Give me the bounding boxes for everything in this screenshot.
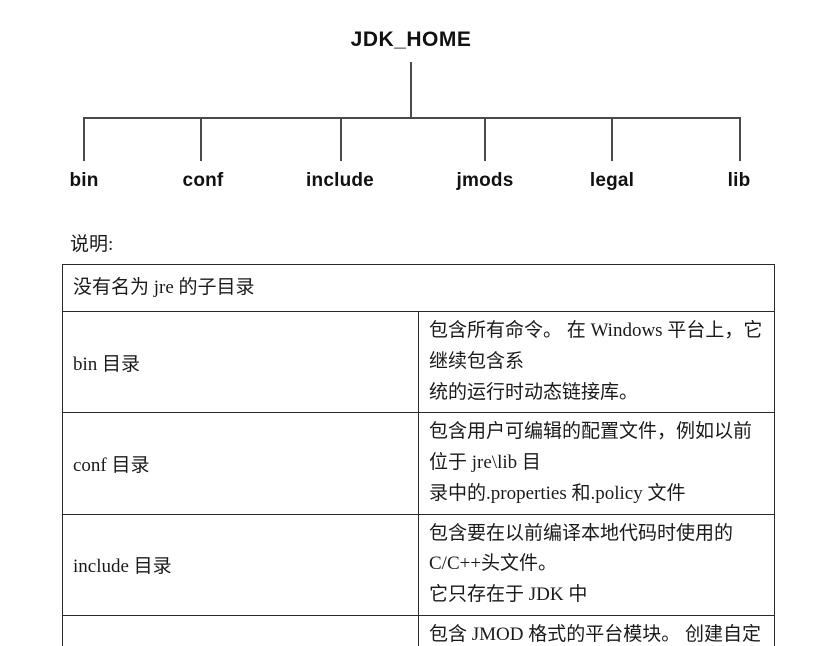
table-cell-desc-jmods: 包含 JMOD 格式的平台模块。 创建自定义运行时映像 时需要它。 它只存在于 …: [418, 614, 775, 646]
tree-branch-line-include: [340, 118, 342, 161]
tree-leaf-label-bin: bin: [69, 170, 99, 191]
table-cell-name-jmods: jmods 目录: [62, 614, 419, 646]
tree-branch-line-legal: [611, 118, 613, 161]
tree-branch-line-conf: [200, 118, 202, 161]
table-cell-desc-include: 包含要在以前编译本地代码时使用的 C/C++头文件。 它只存在于 JDK 中: [418, 513, 775, 616]
table-row: include 目录 包含要在以前编译本地代码时使用的 C/C++头文件。 它只…: [62, 513, 775, 616]
table-row: bin 目录 包含所有命令。 在 Windows 平台上，它继续包含系 统的运行…: [62, 310, 775, 414]
table-row: conf 目录 包含用户可编辑的配置文件，例如以前位于 jre\lib 目 录中…: [62, 412, 775, 515]
tree-horizontal-bus-line: [83, 117, 741, 119]
desc-line: 包含用户可编辑的配置文件，例如以前位于 jre\lib 目: [429, 421, 753, 474]
table-cell-header-note: 没有名为 jre 的子目录: [62, 264, 775, 312]
table-cell-name-include: include 目录: [62, 513, 419, 616]
table-row: jmods 目录 包含 JMOD 格式的平台模块。 创建自定义运行时映像 时需要…: [62, 614, 775, 646]
tree-leaf-label-jmods: jmods: [456, 170, 514, 191]
table-cell-name-bin: bin 目录: [62, 310, 419, 414]
table-cell-desc-bin: 包含所有命令。 在 Windows 平台上，它继续包含系 统的运行时动态链接库。: [418, 310, 775, 414]
tree-leaf-label-include: include: [306, 170, 374, 191]
jdk-home-tree-diagram: JDK_HOME bin conf include jmods legal li…: [0, 0, 822, 215]
directory-description-table: 没有名为 jre 的子目录 bin 目录 包含所有命令。 在 Windows 平…: [62, 264, 775, 646]
desc-line: 它只存在于 JDK 中: [429, 584, 588, 606]
desc-line: 包含要在以前编译本地代码时使用的 C/C++头文件。: [429, 522, 734, 575]
tree-leaf-label-lib: lib: [727, 170, 751, 191]
desc-line: 包含所有命令。 在 Windows 平台上，它继续包含系: [429, 320, 763, 372]
desc-line: 录中的.properties 和.policy 文件: [429, 482, 686, 504]
tree-branch-line-lib: [739, 118, 741, 161]
tree-leaf-label-conf: conf: [182, 170, 224, 191]
description-caption: 说明:: [70, 234, 114, 255]
tree-root-connector-line: [410, 62, 412, 119]
tree-root-label-jdk-home: JDK_HOME: [350, 28, 472, 51]
table-cell-desc-conf: 包含用户可编辑的配置文件，例如以前位于 jre\lib 目 录中的.proper…: [418, 412, 775, 515]
table-cell-name-conf: conf 目录: [62, 412, 419, 515]
desc-line: 包含 JMOD 格式的平台模块。 创建自定义运行时映像: [429, 623, 761, 645]
tree-branch-line-jmods: [484, 118, 486, 161]
tree-branch-line-bin: [83, 118, 85, 161]
desc-line: 统的运行时动态链接库。: [429, 381, 639, 403]
table-row-header-note: 没有名为 jre 的子目录: [62, 264, 775, 312]
tree-leaf-label-legal: legal: [589, 170, 635, 191]
